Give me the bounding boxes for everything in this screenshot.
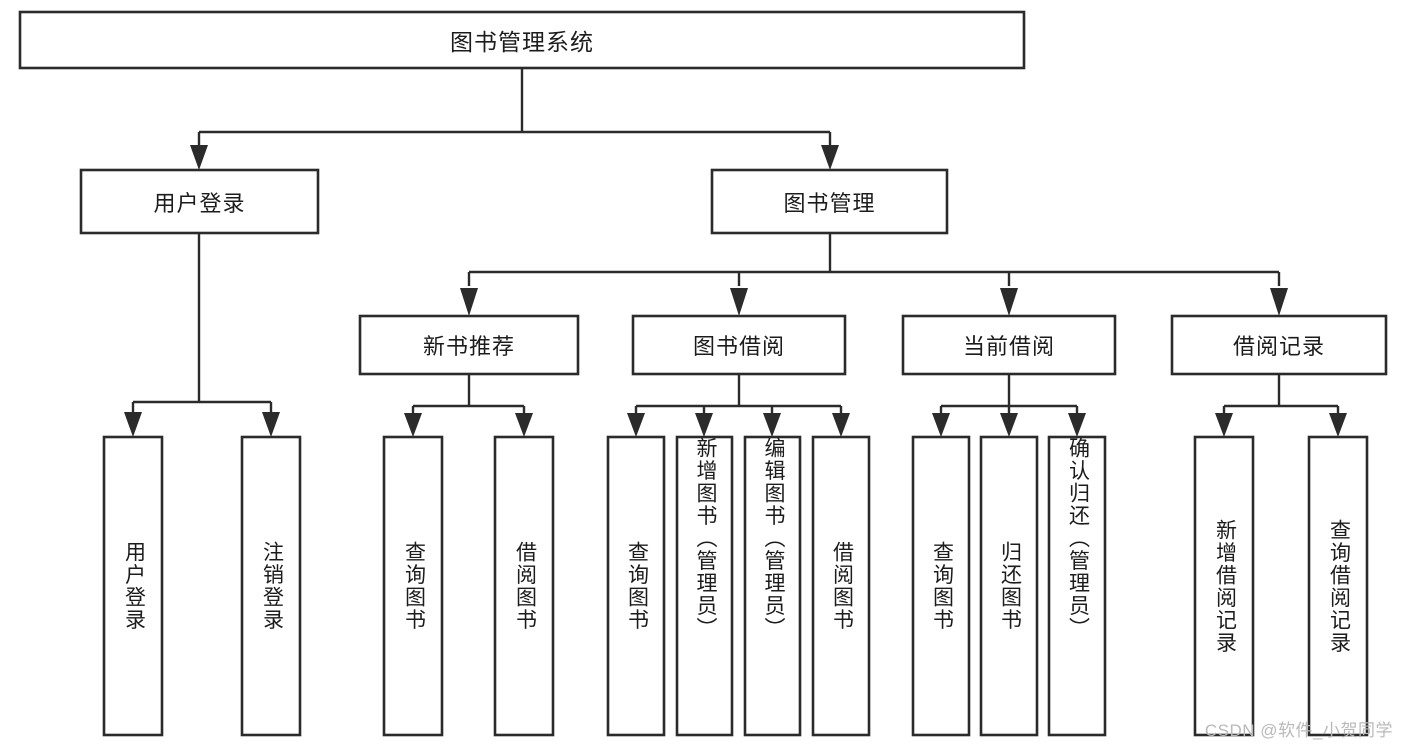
connector-bookmanage-to-level3 [460,233,1288,316]
node-box-leaf-borrow-book-2[interactable] [811,435,871,737]
node-box-leaf-user-login[interactable] [102,435,164,737]
arrow-head-book-manage [821,145,839,170]
connector-bookborrow-to-leaves [627,374,850,437]
arrow-head-leaf-add-record [1215,413,1233,437]
node-box-new-book-recommend[interactable] [358,314,580,376]
arrow-head-leaf-add-book [695,413,713,437]
arrow-head-leaf-query-book-1 [404,413,422,437]
node-box-leaf-logout[interactable] [240,435,302,737]
connector-borrowrecord-to-leaves [1215,374,1347,437]
arrow-head-leaf-user-login [124,412,142,437]
arrow-head-user-login [190,145,208,170]
node-box-current-borrow[interactable] [901,314,1117,376]
arrow-head-leaf-query-book-3 [932,413,950,437]
arrow-head-leaf-logout [262,412,280,437]
node-box-leaf-query-book-1[interactable] [382,435,444,737]
node-box-book-manage[interactable] [710,168,949,235]
node-box-leaf-add-record[interactable] [1193,435,1255,737]
connector-currentborrow-to-leaves [932,374,1086,437]
arrow-head-current-borrow [1000,288,1018,316]
arrow-head-leaf-query-book-2 [627,413,645,437]
arrow-head-leaf-return-book [1000,413,1018,437]
node-box-leaf-edit-book[interactable] [743,435,802,737]
node-box-leaf-query-record[interactable] [1307,435,1369,737]
arrow-head-leaf-query-record [1329,413,1347,437]
node-box-leaf-confirm-return[interactable] [1047,435,1107,737]
node-box-leaf-add-book[interactable] [675,435,734,737]
node-box-leaf-query-book-3[interactable] [911,435,971,737]
arrow-head-borrow-record [1270,288,1288,316]
node-box-book-borrow[interactable] [631,314,847,376]
node-box-user-login[interactable] [79,168,320,235]
arrow-head-leaf-confirm-return [1068,413,1086,437]
arrow-head-new-book [460,288,478,316]
arrow-head-leaf-edit-book [763,413,781,437]
connector-root-to-level2 [190,68,839,170]
node-box-borrow-record[interactable] [1170,314,1388,376]
connector-userlogin-to-leaves [124,233,280,437]
arrow-head-book-borrow [730,288,748,316]
arrow-head-leaf-borrow-book-2 [832,413,850,437]
arrow-head-leaf-borrow-book-1 [515,413,533,437]
node-box-leaf-query-book-2[interactable] [606,435,666,737]
watermark: CSDN @软件_小贺同学 [1204,721,1393,740]
node-box-leaf-borrow-book-1[interactable] [493,435,555,737]
node-box-root[interactable] [18,10,1026,70]
node-box-leaf-return-book[interactable] [979,435,1039,737]
connector-newbook-to-leaves [404,374,533,437]
